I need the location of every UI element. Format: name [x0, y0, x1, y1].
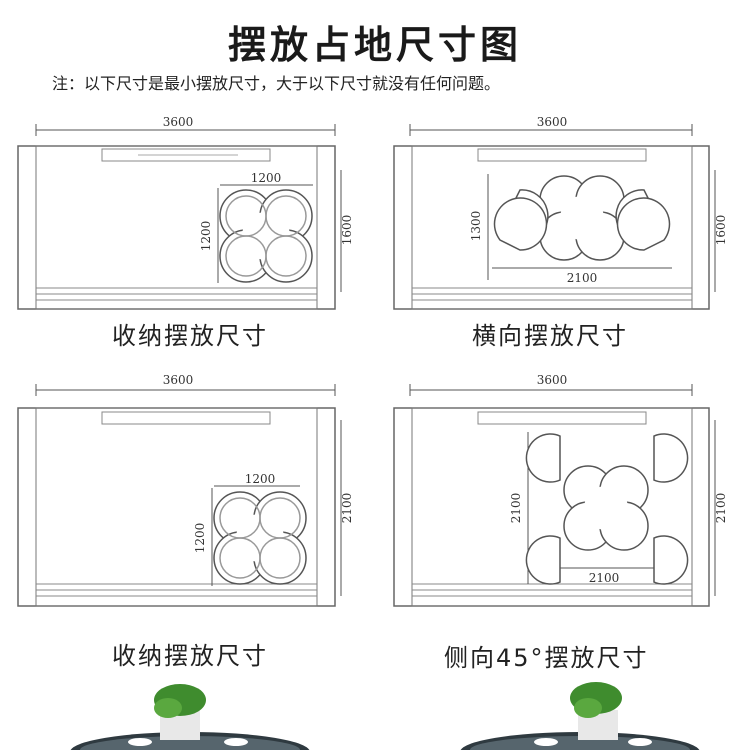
table-height-label: 1200 [199, 221, 213, 252]
product-photo-strip [70, 682, 700, 750]
set-width-label: 2100 [589, 571, 620, 585]
clover-table [213, 491, 307, 585]
chairs [493, 189, 671, 251]
room-plan: 3600 2100 1200 1200 [17, 373, 354, 607]
set-height-label: 2100 [509, 493, 523, 524]
width-dim-label: 3600 [537, 115, 568, 129]
layout-diagram-storage-1600: 3600 1600 1200 1200 [17, 115, 358, 318]
table-height-label: 1200 [193, 523, 207, 554]
chairs [525, 433, 689, 585]
room-plan: 3600 1600 1300 2100 [393, 115, 728, 310]
width-dim-label: 3600 [163, 115, 194, 129]
height-dim-label: 1600 [340, 215, 354, 246]
caption-2: 横向摆放尺寸 [472, 322, 628, 350]
width-dim-label: 3600 [163, 373, 194, 387]
caption-1: 收纳摆放尺寸 [112, 322, 268, 350]
clover-table [539, 175, 625, 261]
caption-3: 收纳摆放尺寸 [112, 642, 268, 670]
height-dim-label: 2100 [714, 493, 728, 524]
height-dim-label: 1600 [714, 215, 728, 246]
layout-diagram-45-degree: 3600 2100 2100 2100 [392, 368, 737, 608]
width-dim-label: 3600 [537, 373, 568, 387]
caption-4: 侧向45°摆放尺寸 [444, 644, 649, 672]
set-width-label: 2100 [567, 271, 598, 285]
layout-diagram-horizontal: 3600 1600 1300 2100 [392, 115, 737, 318]
room-plan: 3600 2100 2100 2100 [393, 373, 728, 607]
layout-diagram-storage-2100: 3600 2100 1200 1200 [17, 368, 358, 608]
set-height-label: 1300 [469, 211, 483, 242]
table-width-label: 1200 [251, 171, 282, 185]
page-title: 摆放占地尺寸图 [227, 23, 522, 67]
room-plan: 3600 1600 1200 1200 [17, 115, 354, 310]
clover-table [219, 189, 313, 283]
table-width-label: 1200 [245, 472, 276, 486]
height-dim-label: 2100 [340, 493, 354, 524]
note-text: 注：以下尺寸是最小摆放尺寸，大于以下尺寸就没有任何问题。 [52, 74, 501, 93]
clover-table [563, 465, 649, 551]
